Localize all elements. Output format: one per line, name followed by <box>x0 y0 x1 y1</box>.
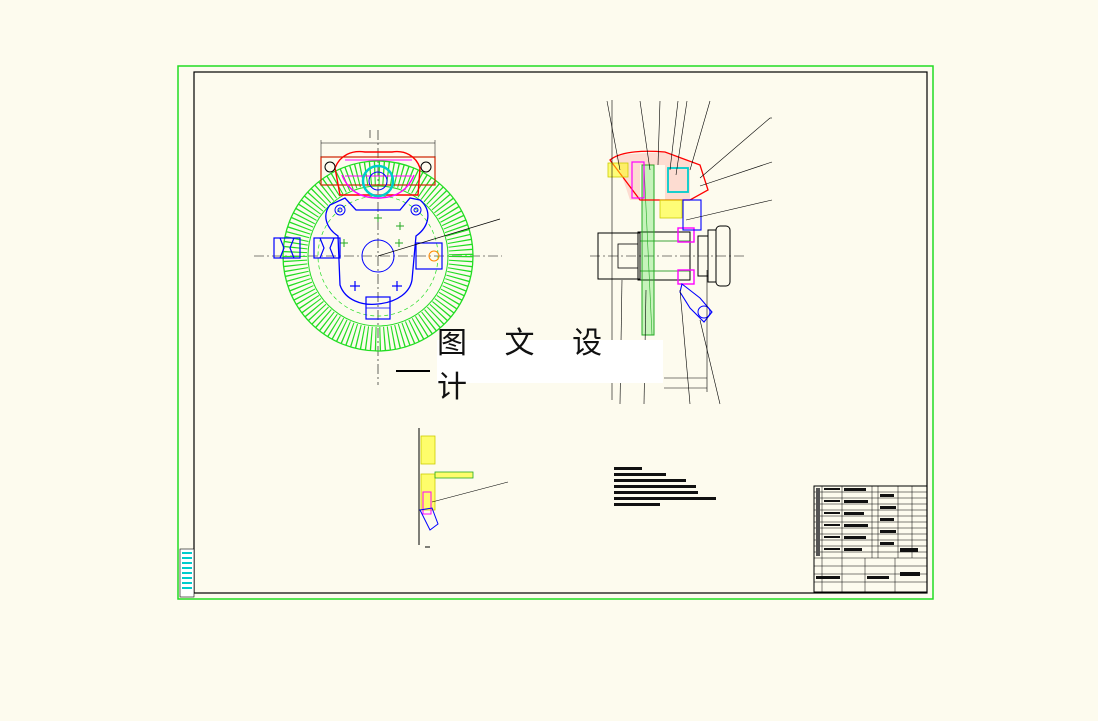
inner-frame <box>193 71 928 594</box>
caliper <box>320 140 436 199</box>
front-view <box>254 130 502 385</box>
guide-pins <box>273 237 341 259</box>
detail-view <box>418 428 509 548</box>
brake-disc <box>282 160 474 352</box>
side-boss <box>415 242 443 270</box>
side-strip <box>179 548 195 598</box>
watermark-label: 图 文 设 计 <box>437 326 663 405</box>
watermark-dash <box>396 370 430 372</box>
technical-notes <box>614 467 716 506</box>
title-block <box>813 485 928 593</box>
outer-frame <box>177 65 934 600</box>
caliper-bracket <box>325 197 429 306</box>
section-view <box>590 100 773 405</box>
